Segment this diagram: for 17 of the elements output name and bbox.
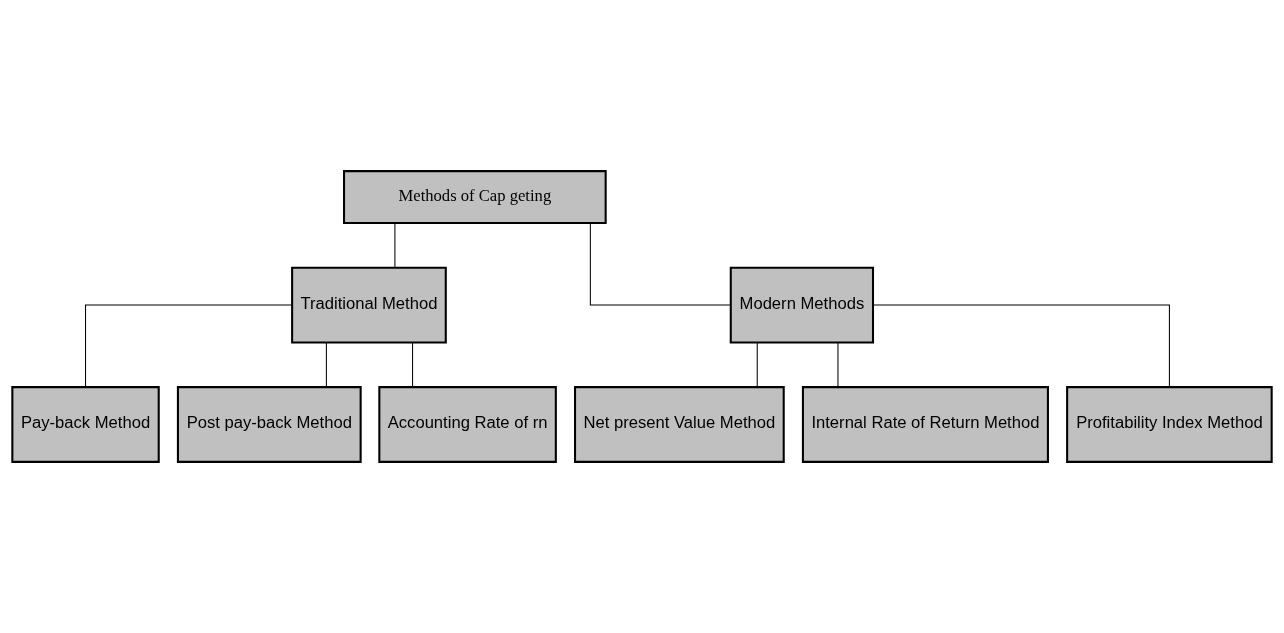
node-box: Modern Methods xyxy=(729,266,875,344)
connector xyxy=(394,222,396,268)
node-box: Methods of Cap geting xyxy=(343,170,607,225)
connector xyxy=(756,342,758,388)
node-box: Traditional Method xyxy=(291,266,447,344)
node-box: Accounting Rate of rn xyxy=(378,386,557,463)
node-box: Net present Value Method xyxy=(574,386,785,463)
node-box: Pay-back Method xyxy=(11,386,160,463)
connector xyxy=(412,342,414,388)
connector xyxy=(872,304,1170,388)
connector xyxy=(85,304,293,388)
node-box: Internal Rate of Return Method xyxy=(801,386,1049,463)
node-box: Post pay-back Method xyxy=(176,386,362,463)
connector xyxy=(325,342,327,388)
connector xyxy=(837,342,839,388)
node-box: Profitability Index Method xyxy=(1066,386,1273,463)
connector xyxy=(589,222,732,306)
